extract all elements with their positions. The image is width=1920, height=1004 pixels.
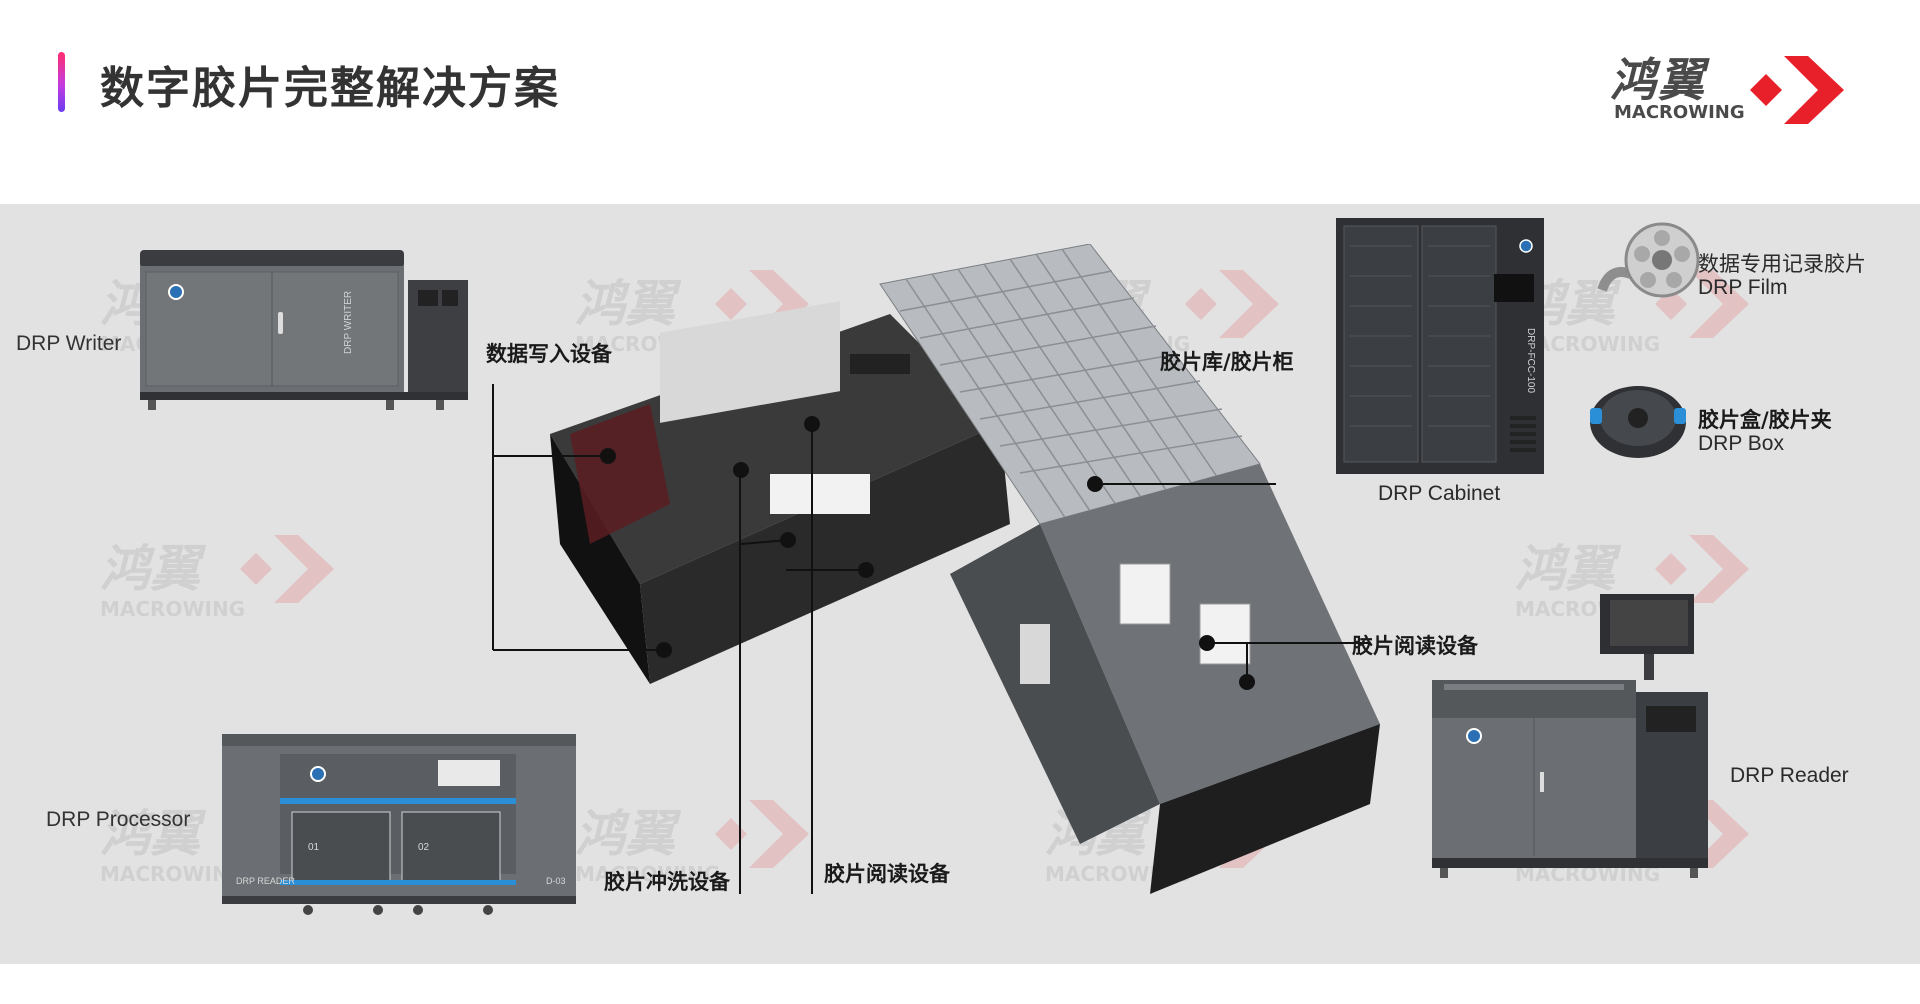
- drp-reader-label: DRP Reader: [1730, 764, 1849, 787]
- callout-reading-right: 胶片阅读设备: [1352, 634, 1478, 658]
- facility-model: [550, 244, 1380, 894]
- watermark-chevron-icon: [240, 535, 334, 603]
- watermark-chevron-icon: [1185, 270, 1279, 338]
- watermark: 鸿翼 MACROWING: [100, 794, 334, 886]
- drp-box-label-cn: 胶片盒/胶片夹: [1698, 408, 1832, 432]
- drp-cabinet-machine: [1336, 218, 1544, 474]
- film-box-icon: [1590, 386, 1686, 458]
- logo-name-cn: 鸿翼: [1610, 53, 1706, 107]
- watermark-en: MACROWING: [575, 862, 721, 886]
- watermark-en: MACROWING: [100, 597, 246, 621]
- callout-lines: [492, 384, 1370, 894]
- logo-chevron-icon: [1750, 56, 1844, 124]
- drp-processor-label: DRP Processor: [46, 808, 191, 831]
- drp-writer-label: DRP Writer: [16, 332, 122, 355]
- processor-slot-2: 02: [418, 842, 430, 853]
- watermark: 鸿翼 MACROWING: [100, 529, 334, 621]
- page-title: 数字胶片完整解决方案: [100, 63, 560, 114]
- callout-library: 胶片库/胶片柜: [1160, 350, 1294, 374]
- watermark-cn: 鸿翼: [100, 540, 200, 598]
- drp-cabinet-panel-text: DRP-FCC-100: [1525, 328, 1536, 394]
- logo-name-en: MACROWING: [1614, 102, 1745, 123]
- accent-bar: [58, 52, 65, 112]
- watermark-cn: 鸿翼: [575, 805, 675, 863]
- drp-writer-panel-text: DRP WRITER: [343, 290, 354, 354]
- processor-model: D-03: [546, 876, 566, 886]
- watermark-cn: 鸿翼: [1515, 540, 1615, 598]
- drp-writer-machine: [140, 250, 468, 410]
- watermark-cn: 鸿翼: [100, 805, 200, 863]
- drp-processor-machine: [222, 734, 576, 915]
- watermark-chevron-icon: [1655, 535, 1749, 603]
- drp-box-label-en: DRP Box: [1698, 432, 1784, 455]
- watermark-en: MACROWING: [100, 862, 246, 886]
- callout-processing: 胶片冲洗设备: [604, 870, 730, 894]
- drp-cabinet-label: DRP Cabinet: [1378, 482, 1501, 505]
- drp-film-label-en: DRP Film: [1698, 276, 1788, 299]
- solution-stage: 鸿翼 MACROWING 鸿翼 MACROWING 鸿翼 MACROWING 鸿…: [0, 204, 1920, 964]
- drp-reader-machine: [1432, 594, 1708, 878]
- watermark: 鸿翼 MACROWING: [1515, 529, 1749, 621]
- watermark: 鸿翼 MACROWING: [575, 794, 809, 886]
- brand-logo: 鸿翼 MACROWING: [1610, 44, 1850, 134]
- processor-panel-text: DRP READER: [236, 876, 295, 886]
- callout-reading-bottom: 胶片阅读设备: [824, 862, 950, 886]
- film-reel-icon: [1597, 222, 1700, 298]
- watermark-cn: 鸿翼: [575, 275, 675, 333]
- processor-slot-1: 01: [308, 842, 320, 853]
- drp-film-label-cn: 数据专用记录胶片: [1698, 252, 1866, 276]
- callout-writing: 数据写入设备: [486, 342, 612, 366]
